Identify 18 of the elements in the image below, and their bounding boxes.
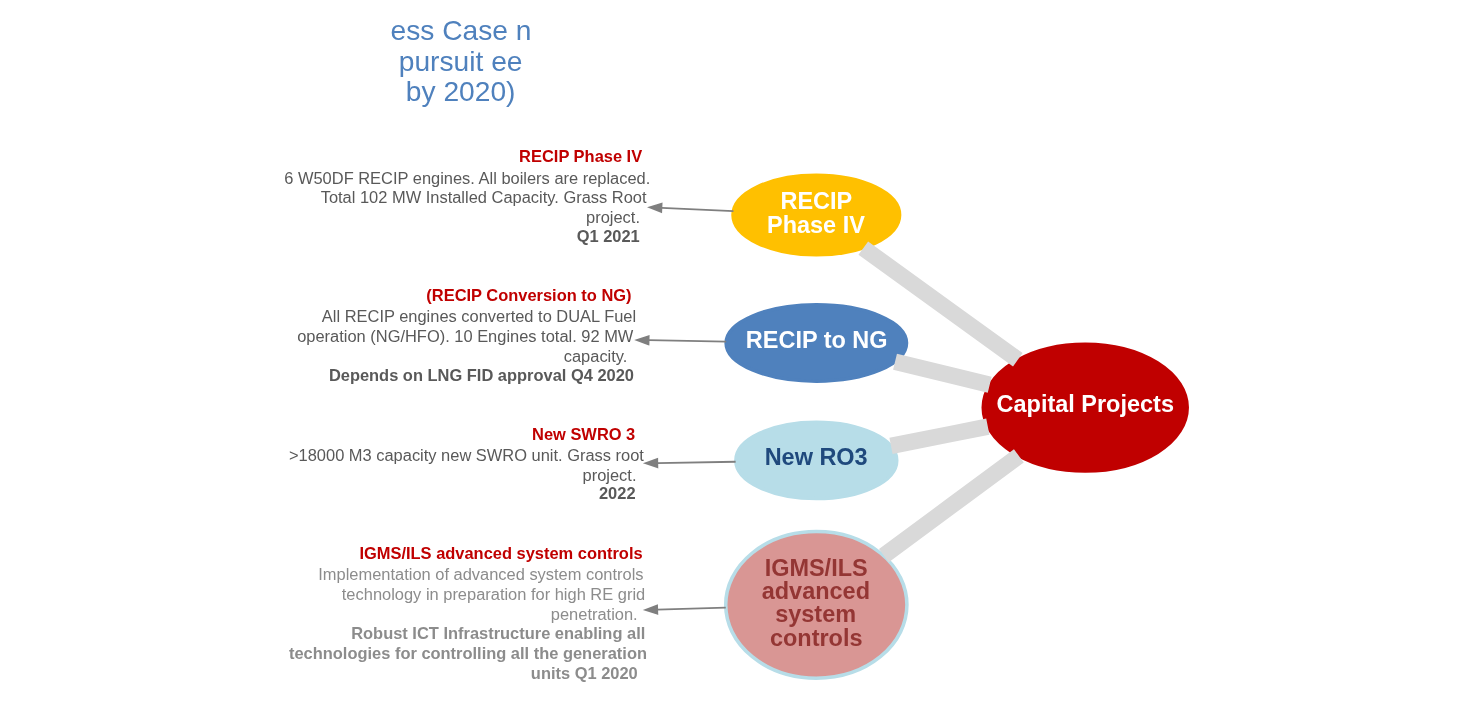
connector	[858, 241, 1023, 367]
connector	[892, 353, 992, 393]
node-ellipse: New RO3	[733, 420, 898, 501]
node-text: IGMS/ILS advanced system controls Implementation of advanced system controls technology in preparation for high RE grid penetration. Robust ICT Infrastructure enabling all technologies for controlling all the generation units Q1 2020	[288, 544, 647, 683]
node-ellipse: Capital Projects	[981, 342, 1189, 473]
arrow	[646, 202, 734, 214]
node-text: New SWRO 3 >18000 M3 capacity new SWRO unit. Grass root project. 2022	[288, 424, 644, 503]
node-text: (RECIP Conversion to NG) All RECIP engines converted to DUAL Fuel operation (NG/HFO). 10 Engines total. 92 MW capacity. Depends on LNG FID approval Q4 2020	[296, 285, 636, 384]
connector	[888, 418, 989, 454]
arrow	[642, 457, 736, 469]
connector	[878, 449, 1024, 563]
arrow	[642, 604, 727, 615]
arrow	[633, 334, 727, 346]
node-text: RECIP Phase IV 6 W50DF RECIP engines. All boilers are replaced. Total 102 MW Installed Capacity. Grass Root project. Q1 2021	[283, 147, 650, 246]
label: ess Case n pursuit ee by 2020)	[390, 14, 531, 108]
node-ellipse: RECIP to NG	[723, 303, 908, 383]
node-ellipse: IGMS/ILS advanced system controls	[723, 529, 909, 680]
node-ellipse: RECIP Phase IV	[730, 173, 901, 257]
